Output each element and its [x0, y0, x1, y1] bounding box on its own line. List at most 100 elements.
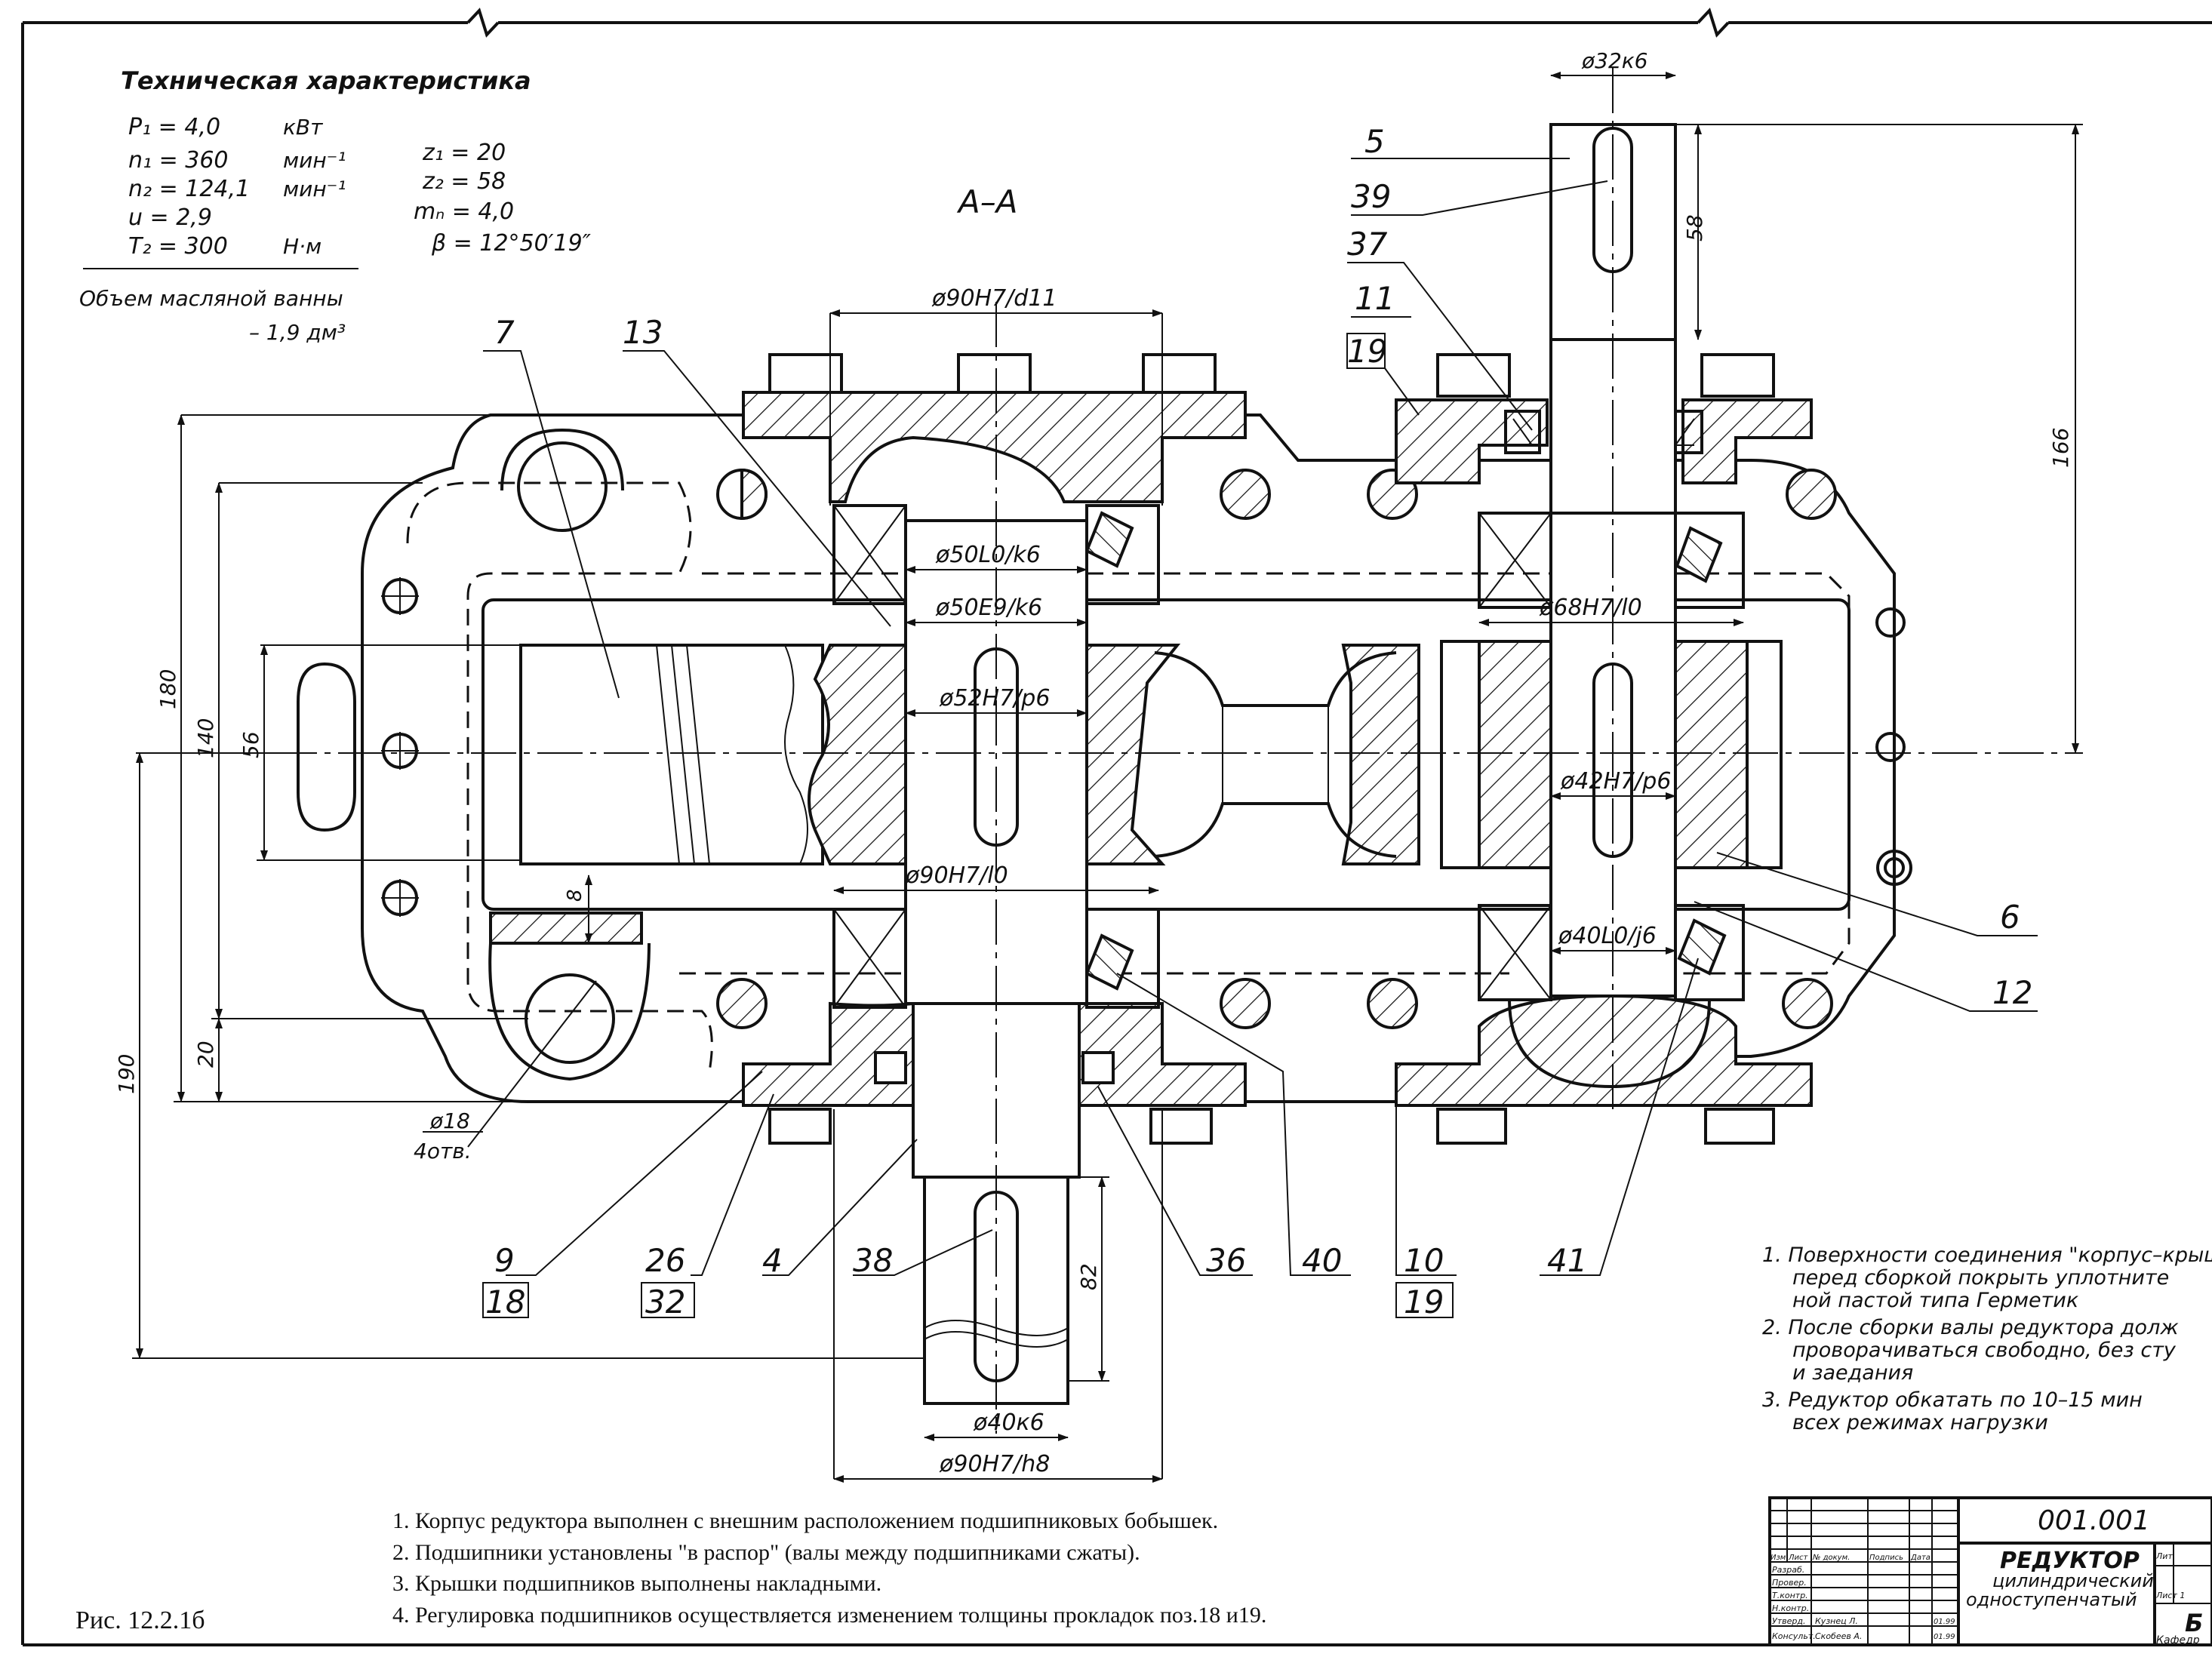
- spec-z2: z₂ = 58: [422, 168, 506, 195]
- flange-bolts: [381, 468, 1912, 1029]
- oil-volume-value: – 1,9 дм³: [249, 320, 346, 345]
- bolt-hole-5: [716, 978, 768, 1029]
- pinion-shaft-teeth: [519, 644, 907, 865]
- pos-11: 11: [1355, 280, 1395, 317]
- fit-cover-bottom-left: ø90Н7/l0: [905, 862, 1008, 889]
- oil-volume-label: Объем масляной ванны: [79, 286, 343, 311]
- dim-166: 166: [2048, 428, 2073, 468]
- tb-name-3: одноступенчатый: [1966, 1589, 2137, 1610]
- tb-row-razrab: Разраб.: [1772, 1565, 1804, 1575]
- small-hole-6: [1876, 850, 1912, 886]
- note-right-1: 1. Поверхности соединения "корпус–крыш: [1762, 1244, 2212, 1267]
- fit-dimensions: ø32к6 ø90Н7/d11 ø50L0/k6 ø50Е9/k6 ø52Н7/…: [414, 48, 1744, 1483]
- pos-38: 38: [853, 1242, 893, 1279]
- note-left-1: 1. Корпус редуктора выполнен с внешним р…: [392, 1508, 1218, 1533]
- tb-letter: Б: [2185, 1609, 2203, 1637]
- bolt-hole-1: [716, 468, 768, 521]
- bolt-hole-8: [1782, 978, 1833, 1029]
- tb-date-1: 01.99: [1934, 1618, 1955, 1626]
- lifting-eye-bottom: [488, 912, 651, 1081]
- tech-spec-title: Техническая характеристика: [121, 66, 531, 95]
- unit-n1: мин⁻¹: [283, 148, 346, 173]
- tb-row-sign: Подпись: [1869, 1554, 1903, 1562]
- dim-20: 20: [193, 1041, 218, 1068]
- tb-name-2: цилиндрический: [1992, 1570, 2154, 1591]
- fit-cover-top: ø90Н7/d11: [931, 285, 1057, 312]
- fit-holes: ø18: [429, 1108, 470, 1133]
- tb-name-1: РЕДУКТОР: [2000, 1548, 2140, 1574]
- tb-row-tkontr: Т.контр.: [1772, 1591, 1808, 1600]
- pos-12: 12: [1992, 974, 2032, 1011]
- position-leaders: 5 39 37 11 19 7 13 6 12 9 18 26 32 4 38 …: [482, 123, 2038, 1320]
- tb-dept: Кафедр: [2156, 1634, 2200, 1646]
- pos-36: 36: [1206, 1242, 1246, 1279]
- center-lines: [272, 68, 2083, 1434]
- tb-lit: Лит.: [2155, 1551, 2175, 1561]
- note-right-6: и заедания: [1792, 1361, 1913, 1385]
- lifting-eye-top: [500, 428, 624, 532]
- fit-bearing-right-top: ø68Н7/l0: [1539, 595, 1642, 621]
- pos-18: 18: [485, 1283, 525, 1320]
- unit-n2: мин⁻¹: [283, 177, 346, 201]
- pos-19-bottom: 19: [1404, 1283, 1444, 1320]
- pos-13: 13: [623, 314, 663, 351]
- left-bearing-cover-top: [742, 353, 1247, 503]
- tb-row-izm: Изм: [1771, 1554, 1786, 1562]
- note-right-2: перед сборкой покрыть уплотните: [1792, 1266, 2169, 1290]
- section-label: А–А: [956, 183, 1017, 220]
- pos-19-top: 19: [1347, 333, 1387, 370]
- tb-developer: Кузнец Л.: [1815, 1616, 1858, 1626]
- spec-t2: T₂ = 300: [128, 233, 228, 260]
- tb-consultant: Скобеев А.: [1815, 1631, 1862, 1641]
- fit-shaft-bottom: ø40к6: [973, 1410, 1044, 1436]
- pos-37: 37: [1347, 226, 1388, 263]
- pos-7: 7: [494, 314, 515, 351]
- tb-doc-number: 001.001: [2038, 1505, 2150, 1536]
- tb-row-konsult: Консульт.: [1772, 1631, 1816, 1641]
- note-left-4: 4. Регулировка подшипников осуществляетс…: [392, 1603, 1266, 1628]
- pos-32: 32: [645, 1283, 685, 1320]
- pos-26: 26: [645, 1242, 685, 1279]
- spec-mn: mₙ = 4,0: [414, 198, 514, 225]
- pos-39: 39: [1351, 178, 1391, 215]
- small-hole-1: [381, 577, 419, 615]
- tb-row-doc: № докум.: [1812, 1554, 1850, 1562]
- figure-caption: Рис. 12.2.1б: [75, 1606, 205, 1634]
- right-bearing-cover-bottom: [1395, 994, 1813, 1145]
- small-hole-3: [381, 879, 419, 917]
- note-left-2: 2. Подшипники установлены "в распор" (ва…: [392, 1540, 1140, 1565]
- unit-t2: Н·м: [283, 234, 321, 259]
- bolt-hole-6: [1220, 978, 1271, 1029]
- small-hole-5: [1875, 732, 1906, 762]
- small-hole-4: [1875, 607, 1906, 638]
- note-right-8: всех режимах нагрузки: [1792, 1411, 2048, 1434]
- pos-40: 40: [1302, 1242, 1342, 1279]
- pos-6: 6: [2000, 899, 2020, 936]
- fit-cover-bottom: ø90Н7/h8: [939, 1451, 1050, 1477]
- dim-190: 190: [114, 1054, 139, 1094]
- small-hole-2: [381, 732, 419, 770]
- tech-spec-block: Техническая характеристика P₁ = 4,0 n₁ =…: [79, 66, 592, 345]
- spec-p1: P₁ = 4,0: [128, 114, 220, 140]
- dim-8: 8: [564, 889, 586, 902]
- unit-p1: кВт: [283, 115, 323, 140]
- pos-41: 41: [1547, 1242, 1587, 1279]
- tb-row-nkontr: Н.контр.: [1772, 1603, 1809, 1613]
- pos-10: 10: [1404, 1242, 1444, 1279]
- spec-n1: n₁ = 360: [128, 147, 229, 174]
- fit-gear-right: ø42Н7/р6: [1560, 768, 1671, 795]
- fit-gear-left: ø52Н7/р6: [939, 685, 1050, 712]
- spec-z1: z₁ = 20: [422, 140, 506, 166]
- bolt-hole-2: [1220, 469, 1271, 520]
- title-block: Изм Лист № докум. Подпись Дата Разраб. П…: [1768, 1496, 2212, 1646]
- tb-row-utverd: Утверд.: [1772, 1616, 1805, 1626]
- dim-82: 82: [1076, 1263, 1101, 1290]
- tb-date-2: 01.99: [1934, 1633, 1955, 1641]
- fit-sleeve-left: ø50Е9/k6: [935, 595, 1042, 621]
- bolt-hole-4: [1786, 469, 1837, 520]
- note-right-5: проворачиваться свободно, без сту: [1792, 1339, 2177, 1362]
- dim-140: 140: [193, 718, 218, 758]
- pos-5: 5: [1364, 123, 1385, 160]
- spec-beta: β = 12°50′19″: [431, 230, 592, 257]
